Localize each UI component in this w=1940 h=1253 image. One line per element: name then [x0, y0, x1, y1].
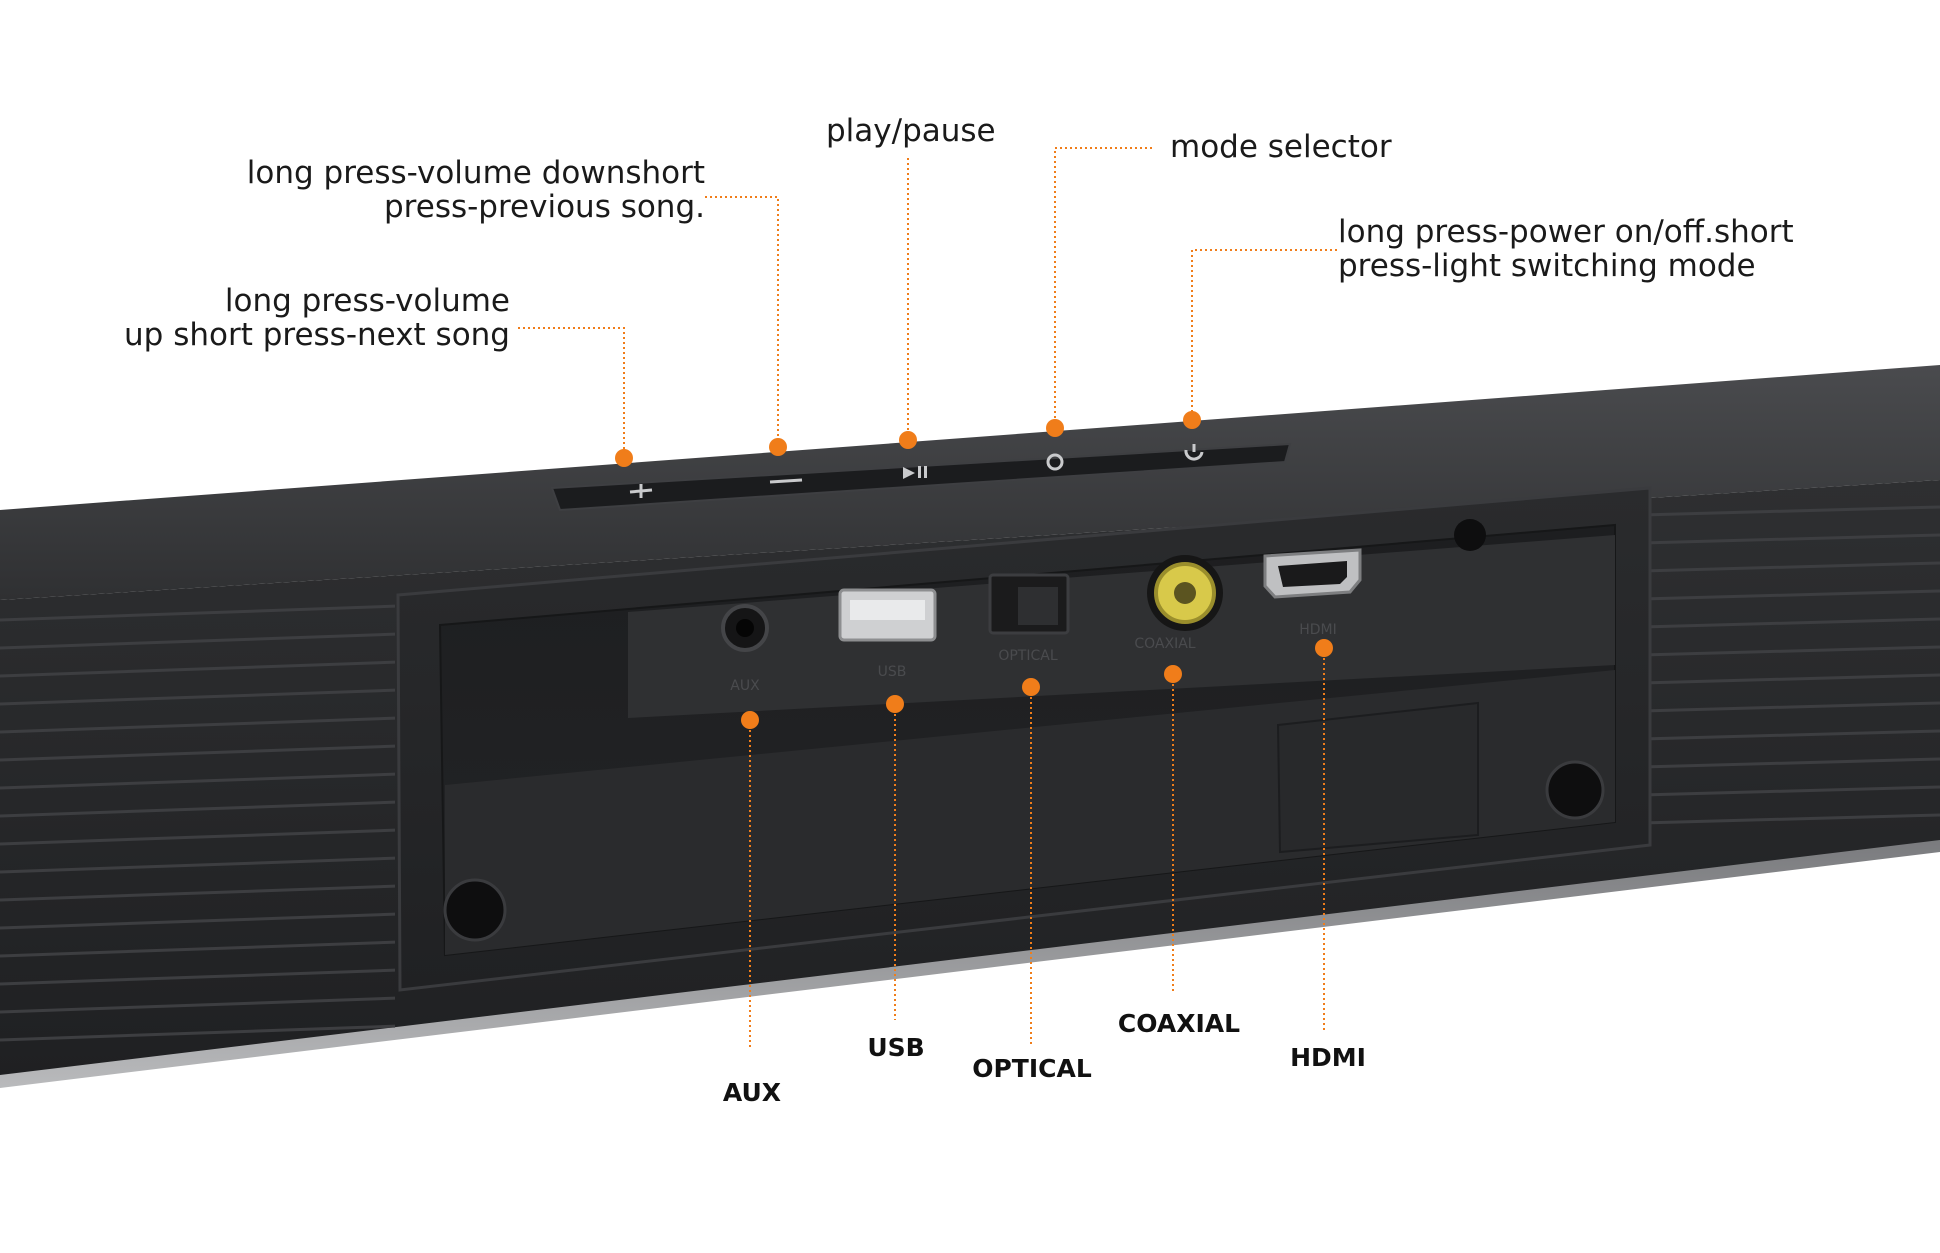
- callout-dot-optical: [1022, 678, 1040, 696]
- panel-text-coaxial: COAXIAL: [1134, 636, 1195, 652]
- leader-volume-down: [705, 196, 779, 446]
- label-volume-down: long press-volume downshort press-previo…: [246, 155, 705, 225]
- callout-dot-mode: [1046, 419, 1064, 437]
- optical-port[interactable]: [988, 573, 1070, 635]
- panel-text-hdmi: HDMI: [1299, 622, 1337, 638]
- label-play-pause: play/pause: [826, 113, 996, 149]
- label-usb: USB: [867, 1033, 925, 1062]
- rating-plate: [1276, 701, 1479, 854]
- aux-port[interactable]: [721, 604, 769, 652]
- hdmi-port[interactable]: [1263, 548, 1362, 599]
- minus-icon[interactable]: [769, 478, 803, 484]
- callout-dot-volume-up: [615, 449, 633, 467]
- callout-dot-volume-down: [769, 438, 787, 456]
- label-hdmi: HDMI: [1290, 1043, 1366, 1072]
- leader-power: [1191, 249, 1337, 420]
- label-aux: AUX: [722, 1078, 782, 1107]
- mode-icon[interactable]: [1046, 453, 1064, 471]
- panel-text-usb: USB: [878, 664, 907, 680]
- label-power: long press-power on/off.short press-ligh…: [1338, 214, 1794, 284]
- leader-volume-up: [518, 327, 625, 457]
- plus-icon[interactable]: [629, 484, 653, 498]
- panel-text-optical: OPTICAL: [998, 648, 1057, 664]
- screw-hole: [1545, 760, 1605, 820]
- panel-text-aux: AUX: [730, 678, 760, 694]
- callout-dot-aux: [741, 711, 759, 729]
- left-grille: [0, 604, 395, 1042]
- usb-port[interactable]: [838, 588, 937, 642]
- callout-dot-coaxial: [1164, 665, 1182, 683]
- callout-dot-hdmi: [1315, 639, 1333, 657]
- screw-hole: [443, 878, 507, 942]
- power-icon[interactable]: [1184, 444, 1204, 461]
- play-pause-icon[interactable]: [903, 466, 927, 479]
- screw-hole: [1454, 519, 1486, 551]
- label-optical: OPTICAL: [972, 1054, 1092, 1083]
- leader-mode: [1054, 147, 1152, 428]
- coaxial-port[interactable]: [1147, 555, 1223, 631]
- callout-leaders: [518, 147, 1337, 1050]
- port-strip: [628, 535, 1615, 718]
- label-coaxial: COAXIAL: [1117, 1009, 1241, 1038]
- label-mode: mode selector: [1170, 129, 1392, 165]
- callout-dot-play-pause: [899, 431, 917, 449]
- callout-dot-power: [1183, 411, 1201, 429]
- label-volume-up: long press-volume up short press-next so…: [124, 283, 510, 353]
- soundbar-bottom-edge: [0, 840, 1940, 1088]
- callout-dot-usb: [886, 695, 904, 713]
- right-grille: [1650, 505, 1940, 825]
